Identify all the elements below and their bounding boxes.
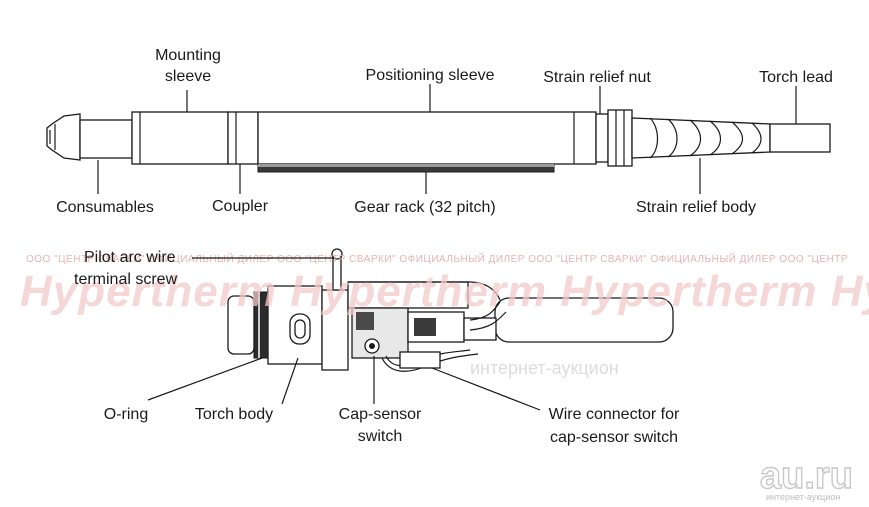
bottom-leader-lines — [147, 257, 541, 411]
strain-relief-nut — [595, 113, 609, 163]
watermark-dealer: ООО "ЦЕНТР СВАРКИ" ОФИЦИАЛЬНЫЙ ДИЛЕР ООО… — [26, 252, 848, 265]
label-cap-sensor-1: Cap-sensor — [339, 406, 422, 423]
label-strain-relief-body: Strain relief body — [636, 199, 756, 216]
mounting-sleeve — [131, 111, 229, 165]
label-strain-relief-nut: Strain relief nut — [543, 69, 651, 86]
au-ru-logo: au.ru интернет-аукцион — [759, 454, 853, 502]
watermark-brand: Hypertherm Hypertherm Hypertherm Hyp — [20, 267, 869, 316]
label-mounting-sleeve-1: Mounting — [155, 47, 221, 64]
watermark-auction: интернет-аукцион — [470, 358, 619, 378]
logo-subtext: интернет-аукцион — [766, 492, 840, 502]
label-torch-lead: Torch lead — [759, 69, 833, 86]
torch-assembly-bottom — [227, 248, 674, 372]
label-wire-connector-1: Wire connector for — [549, 406, 680, 423]
torch-assembly-top — [46, 109, 831, 173]
label-pilot-arc-1: Pilot arc wire — [84, 249, 176, 266]
consumables-tip — [46, 113, 81, 161]
label-mounting-sleeve-2: sleeve — [165, 68, 211, 85]
top-leader-lines — [97, 84, 797, 194]
label-o-ring: O-ring — [104, 406, 148, 423]
label-positioning-sleeve: Positioning sleeve — [366, 67, 495, 84]
positioning-sleeve — [257, 111, 597, 165]
consumables-body — [79, 119, 133, 159]
logo-text: au.ru — [760, 455, 853, 497]
label-coupler: Coupler — [212, 198, 269, 215]
label-cap-sensor-2: switch — [358, 428, 402, 445]
coupler — [227, 111, 259, 165]
label-pilot-arc-2: terminal screw — [74, 271, 178, 288]
label-consumables: Consumables — [56, 199, 154, 216]
label-gear-rack: Gear rack (32 pitch) — [354, 199, 495, 216]
torch-lead — [769, 123, 831, 153]
label-torch-body: Torch body — [195, 406, 273, 423]
label-wire-connector-2: cap-sensor switch — [550, 429, 678, 446]
